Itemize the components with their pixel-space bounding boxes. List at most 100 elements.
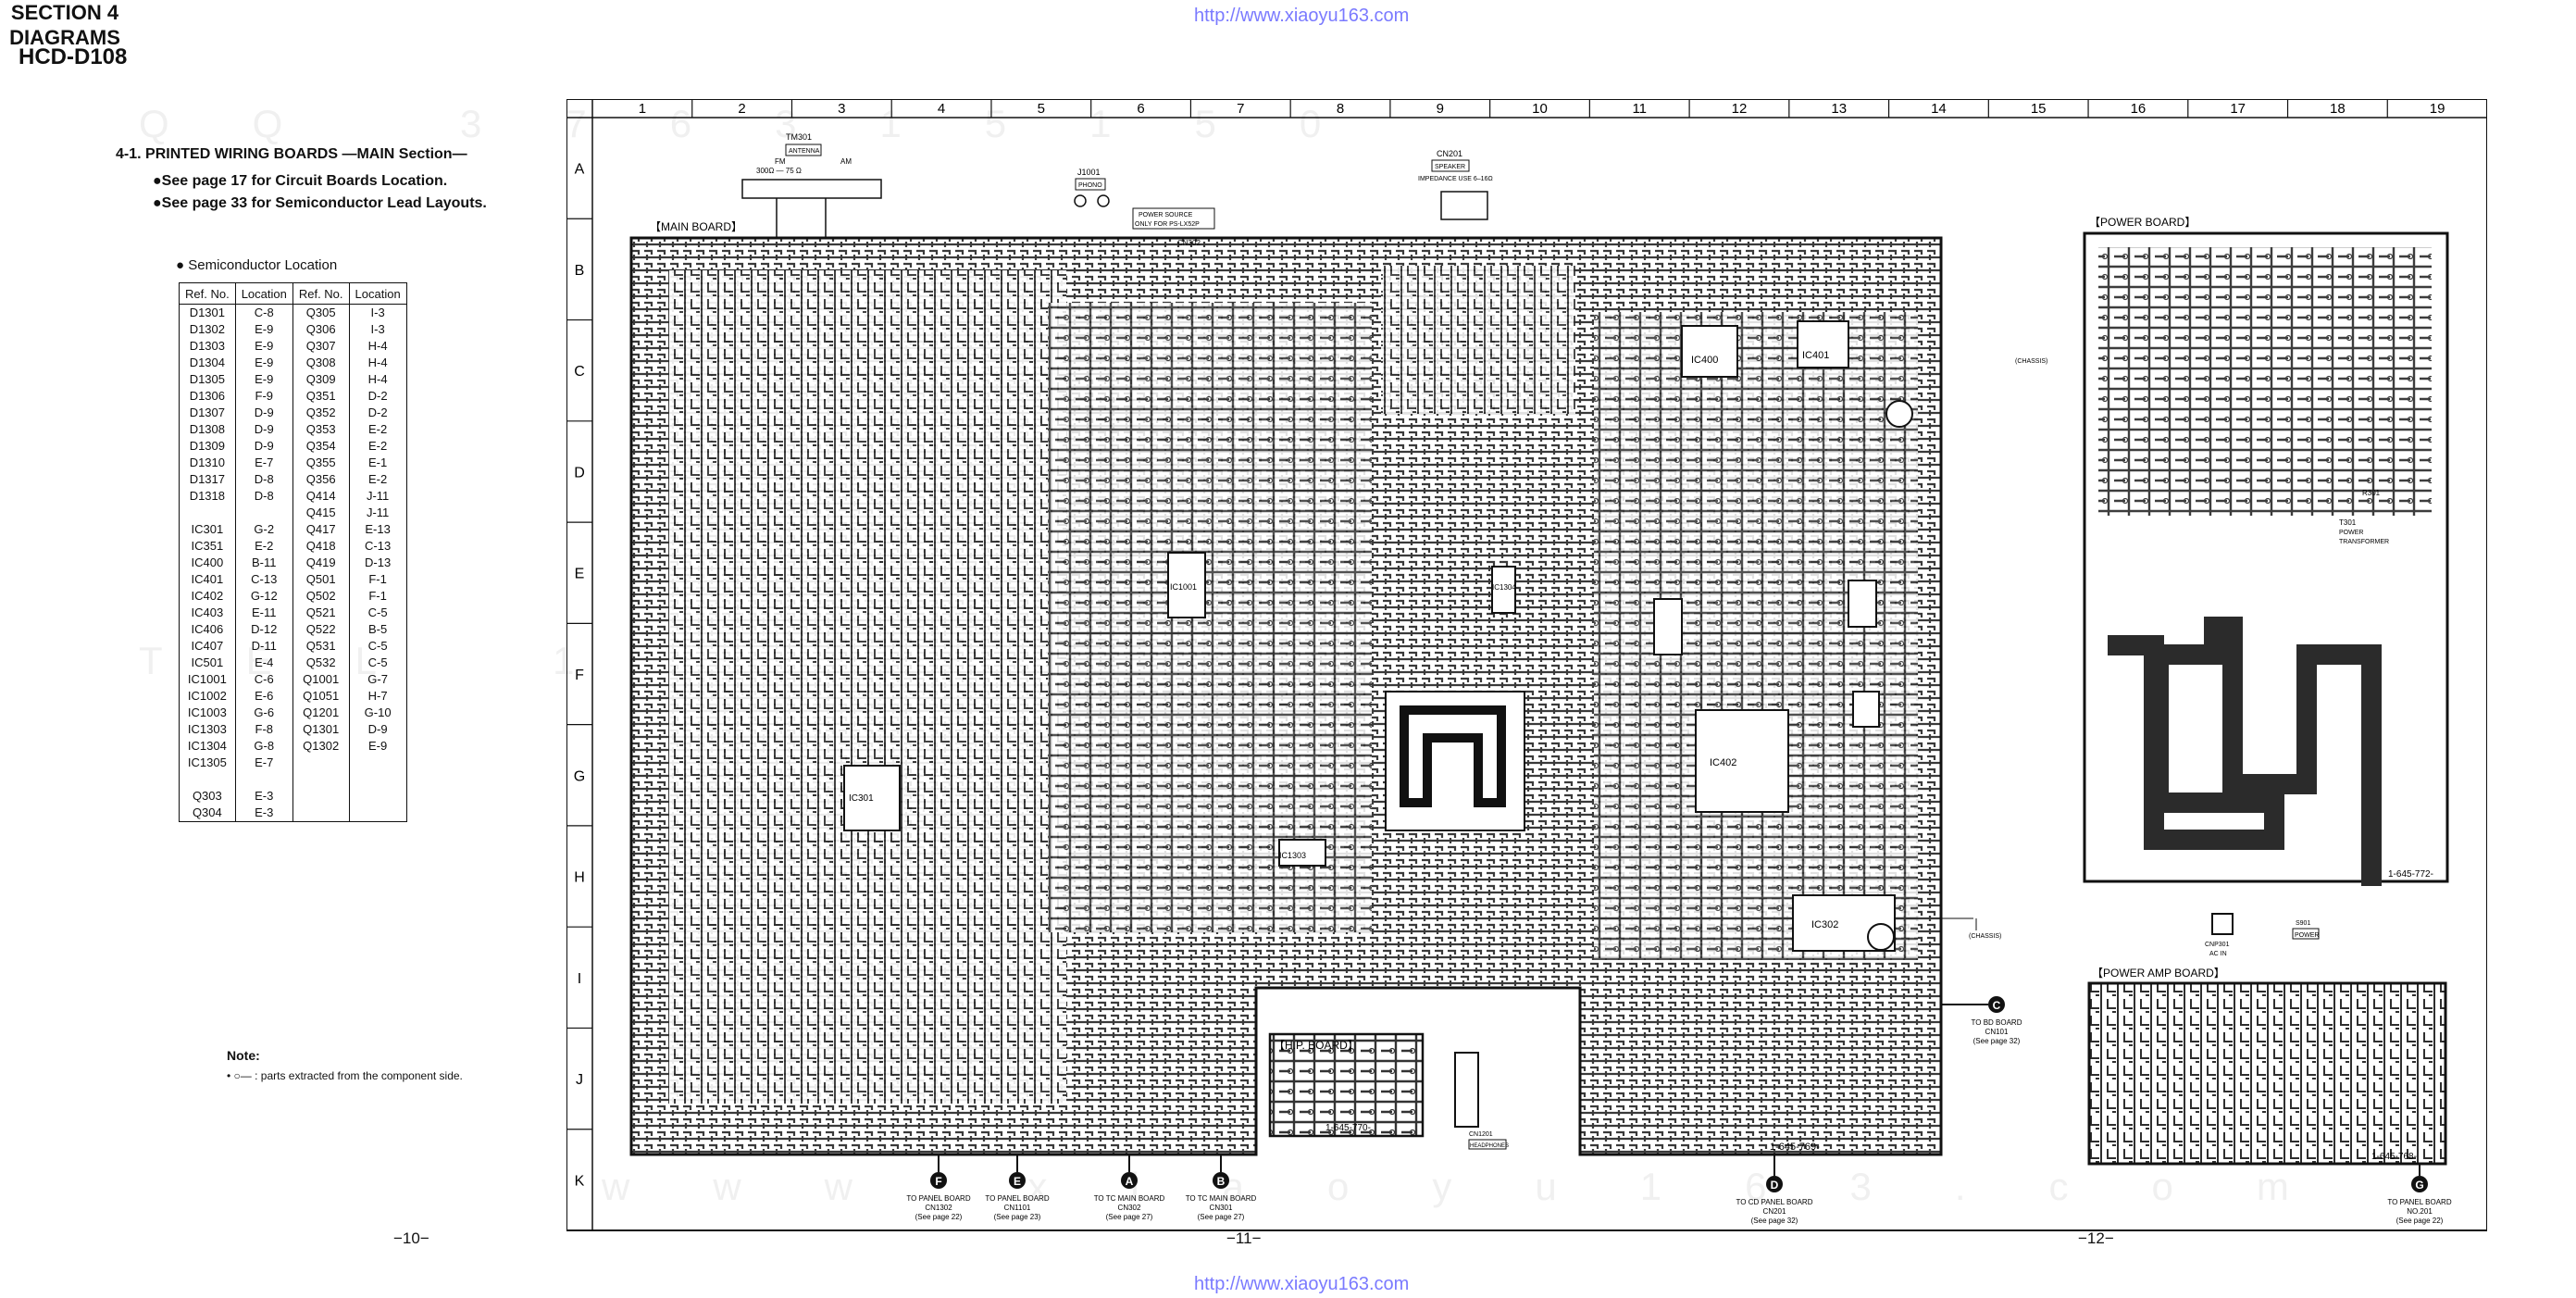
ref-no-cell: IC501 — [179, 655, 236, 671]
ref-no-cell: Q351 — [292, 388, 350, 405]
ref-no-cell: IC1305 — [179, 755, 236, 771]
connector-caption: CN301 — [1210, 1204, 1233, 1212]
hp-board-number: 1-645-770- — [1325, 1123, 1371, 1133]
subsection-title: 4-1. PRINTED WIRING BOARDS —MAIN Section… — [116, 146, 467, 162]
connector-caption: (See page 23) — [994, 1213, 1041, 1221]
bottom-url[interactable]: http://www.xiaoyu163.com — [1194, 1274, 1410, 1294]
connector-caption: (See page 22) — [2396, 1217, 2444, 1225]
connector-caption: CN302 — [1118, 1204, 1141, 1212]
connector-caption: CN1302 — [925, 1204, 952, 1212]
ic302-label: IC302 — [1811, 919, 1838, 930]
ref-no-cell: IC1001 — [179, 671, 236, 688]
cn1201-label: CN1201 — [1469, 1131, 1493, 1138]
r301-label: R301 — [2362, 489, 2381, 497]
power-board-number: 1-645-772- — [2388, 869, 2433, 880]
location-cell: C-13 — [348, 538, 407, 555]
connector-caption: TO BD BOARD — [1972, 1018, 2022, 1027]
ref-no-cell: IC407 — [179, 638, 236, 655]
grid-column-label: 9 — [1437, 101, 1444, 117]
connector-caption: TO CD PANEL BOARD — [1736, 1198, 1813, 1206]
location-cell — [348, 805, 407, 822]
headphones-label: HEADPHONES — [1470, 1143, 1509, 1149]
ref-no-cell: Q307 — [292, 338, 350, 355]
tm301-label: TM301 — [786, 132, 812, 142]
location-cell: C-5 — [348, 605, 407, 621]
grid-row-label: F — [575, 668, 584, 683]
ref-no-cell — [292, 771, 350, 788]
ref-no-cell — [292, 755, 350, 771]
ref-no-cell: IC1002 — [179, 688, 236, 705]
ref-no-cell: Q521 — [292, 605, 350, 621]
page-number-10: −10− — [393, 1229, 429, 1247]
grid-column-label: 6 — [1137, 101, 1144, 117]
main-board-number: 1-645-769- — [1770, 1142, 1820, 1153]
ref-no-cell: Q531 — [292, 638, 350, 655]
grid-column-label: 14 — [1931, 101, 1947, 117]
ref-no-cell: Q304 — [179, 805, 236, 822]
location-cell: F-8 — [234, 721, 293, 738]
ref-no-cell: Q1301 — [292, 721, 350, 738]
grid-column-label: 16 — [2131, 101, 2147, 117]
grid-column-label: 4 — [938, 101, 945, 117]
ref-no-cell: Q1302 — [292, 738, 350, 755]
speaker-label: SPEAKER — [1435, 164, 1465, 170]
connector-marker — [1213, 1172, 1229, 1189]
location-cell: C-6 — [234, 671, 293, 688]
cn302-label: CN302 — [1177, 239, 1201, 247]
top-url[interactable]: http://www.xiaoyu163.com — [1194, 6, 1410, 26]
grid-column-label: 8 — [1337, 101, 1344, 117]
location-cell: C-5 — [348, 638, 407, 655]
location-cell: E-6 — [234, 688, 293, 705]
impedance-label: IMPEDANCE USE 6–16Ω — [1418, 176, 1493, 182]
grid-column-label: 3 — [838, 101, 845, 117]
ref-no-cell: D1305 — [179, 371, 236, 388]
grid-column-label: 1 — [639, 101, 646, 117]
ic1304-label: IC1304 — [1492, 583, 1516, 592]
grid-column-label: 10 — [1532, 101, 1548, 117]
ref-no-cell: Q356 — [292, 471, 350, 488]
ref-no-cell: D1303 — [179, 338, 236, 355]
ref-no-cell: Q1201 — [292, 705, 350, 721]
connector-letter: D — [1771, 1179, 1779, 1192]
ohm-label: 300Ω — 75 Ω — [756, 167, 802, 175]
ref-no-cell: D1310 — [179, 455, 236, 471]
location-cell: E-2 — [348, 421, 407, 438]
hp-board-outline — [1268, 1032, 1425, 1138]
location-cell: G-2 — [234, 521, 293, 538]
location-cell: E-1 — [348, 455, 407, 471]
location-cell — [348, 755, 407, 771]
location-cell: B-5 — [348, 621, 407, 638]
ref-no-cell: IC401 — [179, 571, 236, 588]
location-cell: E-7 — [234, 755, 293, 771]
location-cell: E-4 — [234, 655, 293, 671]
ic1001-outline — [1167, 552, 1206, 618]
ref-no-cell: Q305 — [292, 304, 350, 321]
ref-no-cell: IC351 — [179, 538, 236, 555]
location-cell: D-9 — [234, 405, 293, 421]
ref-no-cell — [179, 771, 236, 788]
connector-marker — [930, 1172, 947, 1189]
col-location-2: Location — [348, 282, 407, 305]
grid-row-label: I — [578, 971, 581, 987]
ref-no-cell — [292, 788, 350, 805]
connector-letter: B — [1217, 1175, 1226, 1188]
connector-marker — [2411, 1176, 2428, 1192]
location-cell: H-7 — [348, 688, 407, 705]
connector-caption: TO TC MAIN BOARD — [1094, 1194, 1165, 1203]
location-cell — [348, 771, 407, 788]
